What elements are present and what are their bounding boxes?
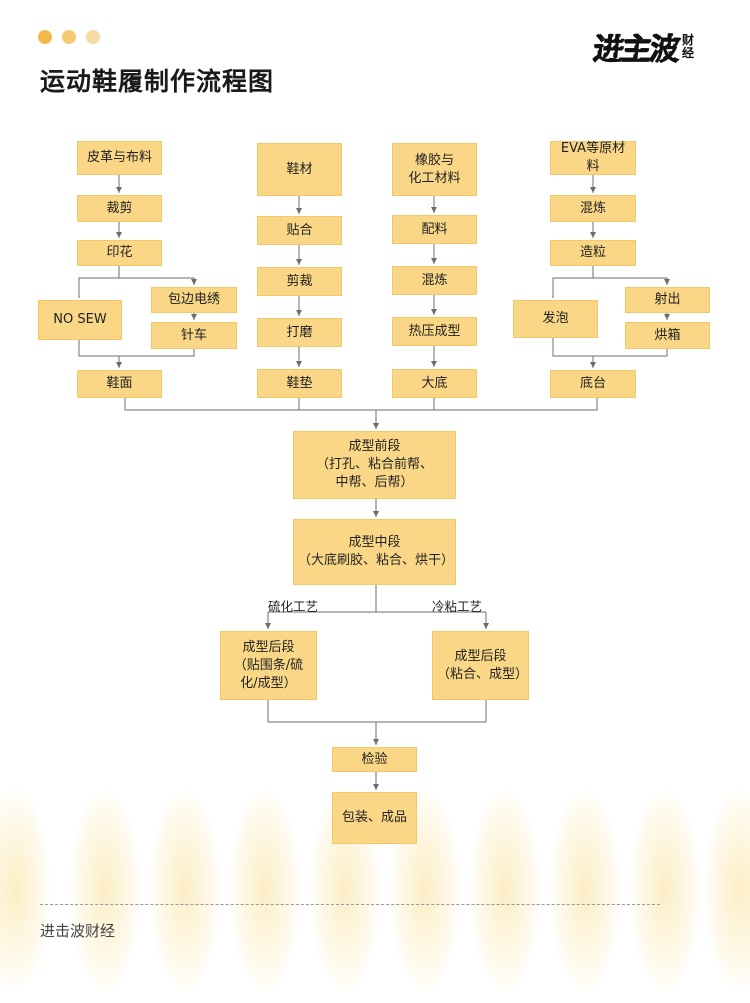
dot-1 bbox=[38, 30, 52, 44]
node-trimming: 剪裁 bbox=[257, 267, 342, 296]
node-granulating: 造粒 bbox=[550, 240, 636, 266]
node-printing: 印花 bbox=[77, 240, 162, 266]
glow-2 bbox=[70, 790, 140, 990]
node-upper: 鞋面 bbox=[77, 370, 162, 398]
label-cold-cement: 冷粘工艺 bbox=[432, 599, 483, 614]
footer-source: 进击波财经 bbox=[40, 922, 116, 940]
node-foaming: 发泡 bbox=[513, 300, 598, 338]
footer-divider bbox=[40, 904, 660, 905]
node-oven: 烘箱 bbox=[625, 322, 710, 349]
logo-sub-1: 财 bbox=[682, 33, 695, 47]
page-title: 运动鞋履制作流程图 bbox=[40, 67, 275, 96]
label-vulcanization: 硫化工艺 bbox=[268, 599, 319, 614]
node-forming-front: 成型前段 （打孔、粘合前帮、 中帮、后帮） bbox=[293, 431, 456, 499]
node-compounding: 配料 bbox=[392, 215, 477, 244]
glow-7 bbox=[470, 790, 540, 990]
node-no-sew: NO SEW bbox=[38, 300, 122, 340]
node-inspection: 检验 bbox=[332, 747, 417, 772]
node-forming-back-vulcanized: 成型后段 （贴围条/硫 化/成型） bbox=[220, 631, 317, 700]
window-dots bbox=[38, 30, 100, 44]
node-cutting: 裁剪 bbox=[77, 195, 162, 222]
glow-9 bbox=[630, 790, 700, 990]
node-forming-back-cold: 成型后段 （粘合、成型） bbox=[432, 631, 529, 700]
glow-3 bbox=[150, 790, 220, 990]
glow-4 bbox=[230, 790, 300, 990]
logo-sub-text: 财 经 bbox=[682, 34, 694, 60]
node-rubber-chemicals: 橡胶与 化工材料 bbox=[392, 143, 477, 196]
node-injection: 射出 bbox=[625, 287, 710, 313]
node-stitching: 针车 bbox=[151, 322, 237, 349]
node-grinding: 打磨 bbox=[257, 318, 342, 347]
node-laminating: 贴合 bbox=[257, 216, 342, 245]
node-outsole: 大底 bbox=[392, 369, 477, 398]
dot-3 bbox=[86, 30, 100, 44]
dot-2 bbox=[62, 30, 76, 44]
node-forming-middle: 成型中段 （大底刷胶、粘合、烘干） bbox=[293, 519, 456, 585]
node-packaging: 包装、成品 bbox=[332, 792, 417, 844]
brand-logo: 进主波 财 经 bbox=[592, 26, 718, 68]
node-hot-pressing: 热压成型 bbox=[392, 317, 477, 346]
node-mixing-eva: 混炼 bbox=[550, 195, 636, 222]
node-embroidery: 包边电绣 bbox=[151, 287, 237, 313]
node-midsole: 底台 bbox=[550, 370, 636, 398]
node-eva-raw: EVA等原材料 bbox=[550, 141, 636, 175]
node-mixing-rubber: 混炼 bbox=[392, 266, 477, 295]
glow-8 bbox=[550, 790, 620, 990]
node-shoe-material: 鞋材 bbox=[257, 143, 342, 196]
node-leather-fabric: 皮革与布料 bbox=[77, 141, 162, 175]
node-insole: 鞋垫 bbox=[257, 369, 342, 398]
logo-sub-2: 经 bbox=[682, 46, 695, 60]
